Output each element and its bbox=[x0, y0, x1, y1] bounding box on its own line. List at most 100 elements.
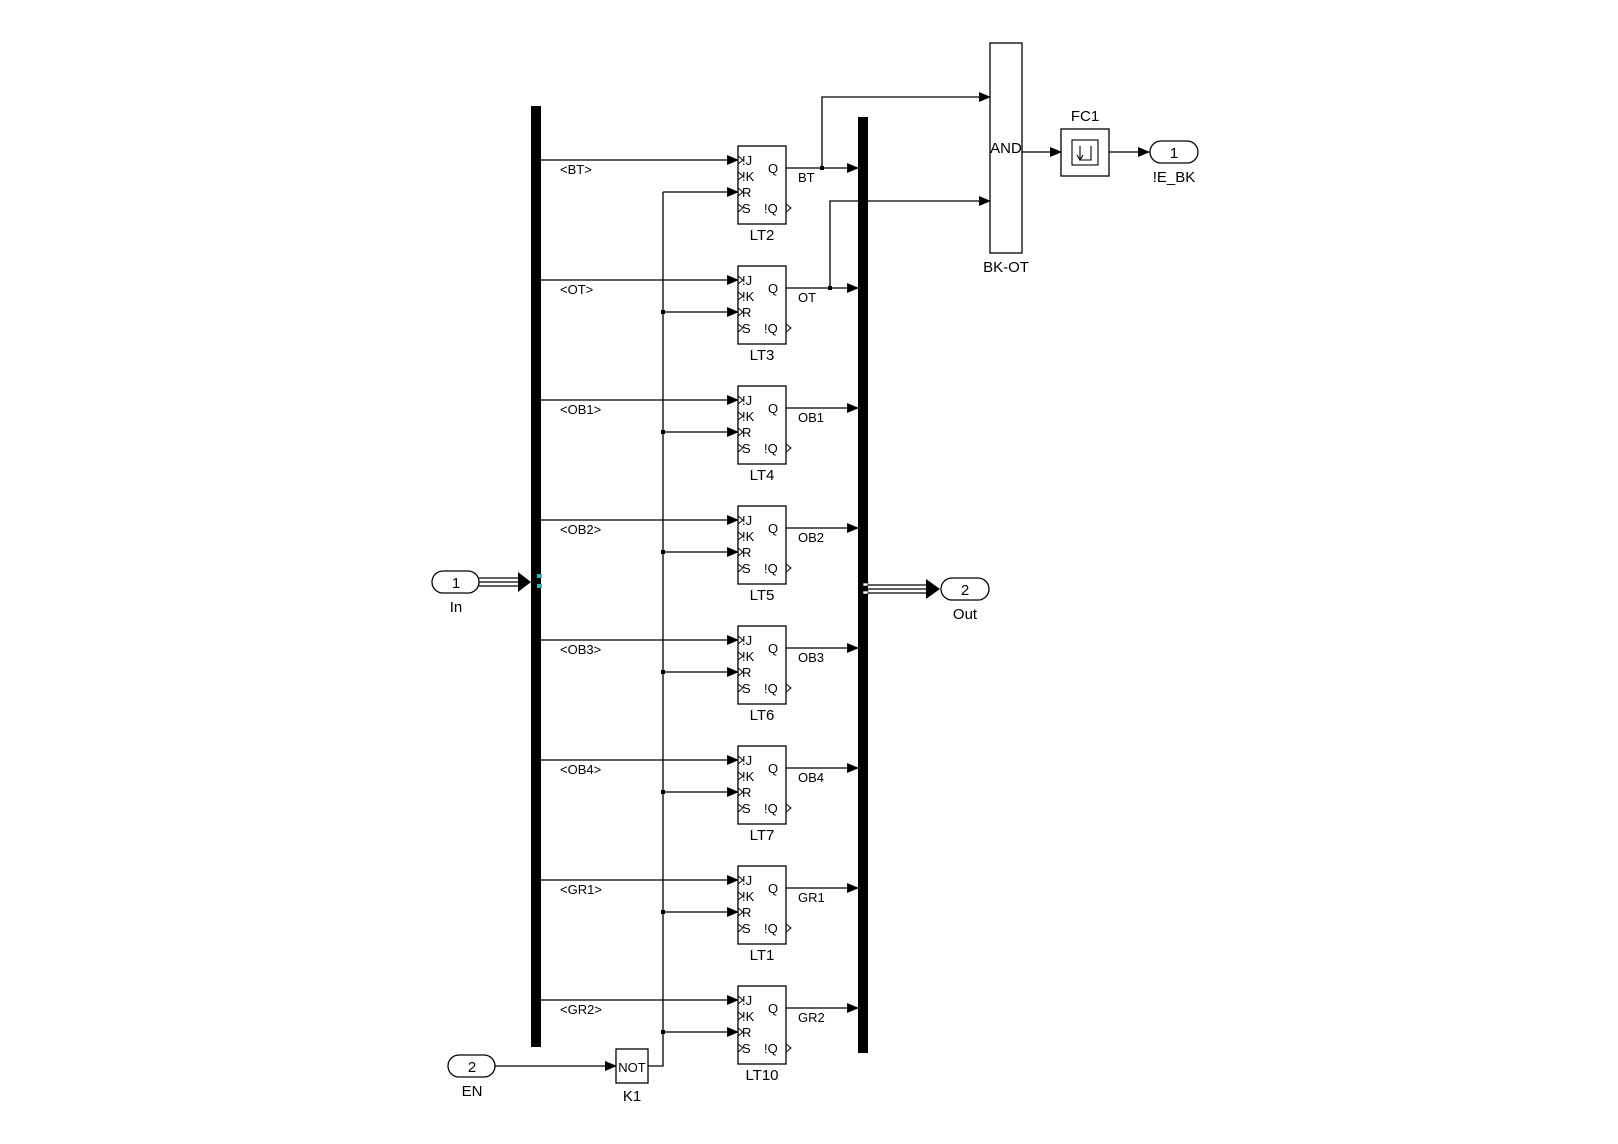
pin-s-label: S bbox=[742, 681, 751, 696]
input-pin-chevron bbox=[737, 667, 744, 677]
output-pin-chevron bbox=[785, 443, 792, 453]
input-signal-label: <OB1> bbox=[560, 402, 601, 417]
pin-k-label: !K bbox=[742, 889, 755, 904]
branch-point bbox=[661, 670, 665, 674]
output-signal-label: GR2 bbox=[798, 1010, 825, 1025]
pin-q-label: Q bbox=[768, 761, 778, 776]
not-block-label: K1 bbox=[623, 1088, 641, 1105]
input-pin-chevron bbox=[737, 275, 744, 285]
inport-in-label: In bbox=[450, 599, 463, 616]
inport-en-number: 2 bbox=[468, 1059, 476, 1076]
pin-j-label: !J bbox=[742, 153, 752, 168]
input-pin-chevron bbox=[737, 443, 744, 453]
bt-to-and-wire bbox=[821, 92, 991, 168]
output-pin-chevron bbox=[785, 1043, 792, 1053]
fc-block-label: FC1 bbox=[1071, 108, 1099, 125]
input-pin-chevron bbox=[737, 563, 744, 573]
branch-point bbox=[661, 790, 665, 794]
input-signal-label: <GR2> bbox=[560, 1002, 602, 1017]
pin-r-label: R bbox=[742, 665, 751, 680]
flipflop-body bbox=[737, 505, 787, 585]
pin-q-label: Q bbox=[768, 641, 778, 656]
fc-block-fc1[interactable]: FC1 bbox=[1060, 108, 1110, 177]
in-bus-line bbox=[479, 572, 531, 592]
input-pin-chevron bbox=[737, 923, 744, 933]
outport-ie-bk[interactable]: 1 !E_BK bbox=[1149, 140, 1199, 186]
input-pin-chevron bbox=[737, 683, 744, 693]
input-signal-label: <BT> bbox=[560, 162, 592, 177]
pin-q-label: Q bbox=[768, 881, 778, 896]
branch-point bbox=[661, 550, 665, 554]
and-block-label: BK-OT bbox=[983, 259, 1029, 276]
out-bus-line bbox=[862, 579, 940, 599]
input-pin-chevron bbox=[737, 531, 744, 541]
input-pin-chevron bbox=[737, 651, 744, 661]
pin-iq-label: !Q bbox=[764, 681, 778, 696]
input-pin-chevron bbox=[737, 547, 744, 557]
and-block-text: AND bbox=[990, 140, 1022, 157]
pin-r-label: R bbox=[742, 185, 751, 200]
pin-k-label: !K bbox=[742, 769, 755, 784]
inport-in[interactable]: 1 In bbox=[431, 570, 480, 616]
inport-in-number: 1 bbox=[452, 575, 460, 592]
pin-k-label: !K bbox=[742, 529, 755, 544]
output-pin-chevron bbox=[785, 923, 792, 933]
output-pin-chevron bbox=[785, 203, 792, 213]
flipflop-name-label: LT4 bbox=[750, 467, 775, 484]
outport-ie-bk-number: 1 bbox=[1170, 145, 1178, 162]
and-block-bk-ot[interactable]: AND BK-OT bbox=[983, 42, 1029, 276]
input-pin-chevron bbox=[737, 203, 744, 213]
output-signal-label: OT bbox=[798, 290, 816, 305]
flipflop-name-label: LT1 bbox=[750, 947, 775, 964]
inport-en-label: EN bbox=[462, 1083, 483, 1100]
input-signal-label: <OB2> bbox=[560, 522, 601, 537]
input-pin-chevron bbox=[737, 395, 744, 405]
flipflop-body bbox=[737, 745, 787, 825]
not-block-text: NOT bbox=[618, 1060, 646, 1075]
pin-k-label: !K bbox=[742, 1009, 755, 1024]
input-pin-chevron bbox=[737, 803, 744, 813]
branch-point bbox=[661, 910, 665, 914]
pin-j-label: !J bbox=[742, 633, 752, 648]
flipflop-body bbox=[737, 265, 787, 345]
output-pin-chevron bbox=[785, 683, 792, 693]
flipflop-name-label: LT7 bbox=[750, 827, 775, 844]
pin-iq-label: !Q bbox=[764, 1041, 778, 1056]
inport-en[interactable]: 2 EN bbox=[447, 1054, 496, 1100]
outport-out[interactable]: 2 Out bbox=[940, 577, 990, 623]
input-pin-chevron bbox=[737, 155, 744, 165]
pin-iq-label: !Q bbox=[764, 921, 778, 936]
input-pin-chevron bbox=[737, 411, 744, 421]
output-pin-chevron bbox=[785, 323, 792, 333]
bus-port-marker bbox=[537, 574, 542, 578]
input-pin-chevron bbox=[737, 1027, 744, 1037]
bus-selector[interactable] bbox=[531, 106, 541, 1047]
ot-to-and-wire bbox=[829, 196, 991, 288]
not-block-k1[interactable]: NOT K1 bbox=[615, 1048, 649, 1105]
input-signal-label: <GR1> bbox=[560, 882, 602, 897]
outport-ie-bk-label: !E_BK bbox=[1153, 169, 1196, 186]
flipflop-body bbox=[737, 625, 787, 705]
pin-j-label: !J bbox=[742, 873, 752, 888]
output-pin-chevron bbox=[785, 563, 792, 573]
pin-j-label: !J bbox=[742, 273, 752, 288]
bus-port-marker bbox=[537, 584, 542, 588]
flipflop-name-label: LT5 bbox=[750, 587, 775, 604]
output-signal-label: BT bbox=[798, 170, 815, 185]
output-signal-label: OB3 bbox=[798, 650, 824, 665]
pin-q-label: Q bbox=[768, 161, 778, 176]
